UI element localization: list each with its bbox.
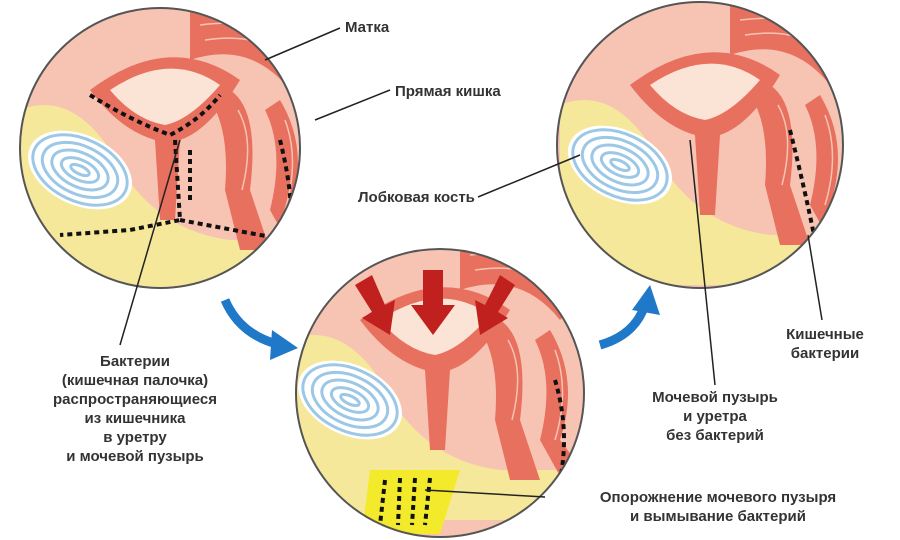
leader-lines	[119, 27, 823, 498]
blue-arrow-left	[220, 298, 298, 360]
label-line: и уретра	[683, 408, 747, 425]
label-pubic-bone: Лобковая кость	[358, 189, 475, 206]
label-line: и вымывание бактерий	[630, 508, 806, 525]
label-line: распространяющиеся	[53, 391, 217, 408]
label-intestinal-bacteria: Кишечные бактерии	[765, 325, 885, 363]
label-line: в уретру	[103, 429, 167, 446]
label-line: и мочевой пузырь	[66, 448, 204, 465]
label-rectum: Прямая кишка	[395, 83, 501, 100]
right-anatomy-circle	[557, 2, 843, 288]
label-clean-bladder: Мочевой пузырь и уретра без бактерий	[625, 388, 805, 445]
label-line: Опорожнение мочевого пузыря	[599, 489, 837, 506]
label-line: Мочевой пузырь	[652, 389, 778, 406]
urine-stream	[362, 470, 460, 534]
label-line: бактерии	[790, 345, 860, 362]
label-line: Кишечные	[786, 326, 864, 343]
label-bacteria-spread: Бактерии (кишечная палочка) распространя…	[45, 352, 225, 466]
label-emptying: Опорожнение мочевого пузыря и вымывание …	[548, 488, 888, 526]
pressure-arrows	[355, 270, 515, 335]
label-line: из кишечника	[84, 410, 186, 427]
label-uterus: Матка	[345, 19, 390, 36]
blue-arrow-right	[598, 285, 660, 350]
label-line: без бактерий	[666, 427, 764, 444]
label-line: Бактерии	[100, 353, 170, 370]
label-line: (кишечная палочка)	[61, 372, 209, 389]
